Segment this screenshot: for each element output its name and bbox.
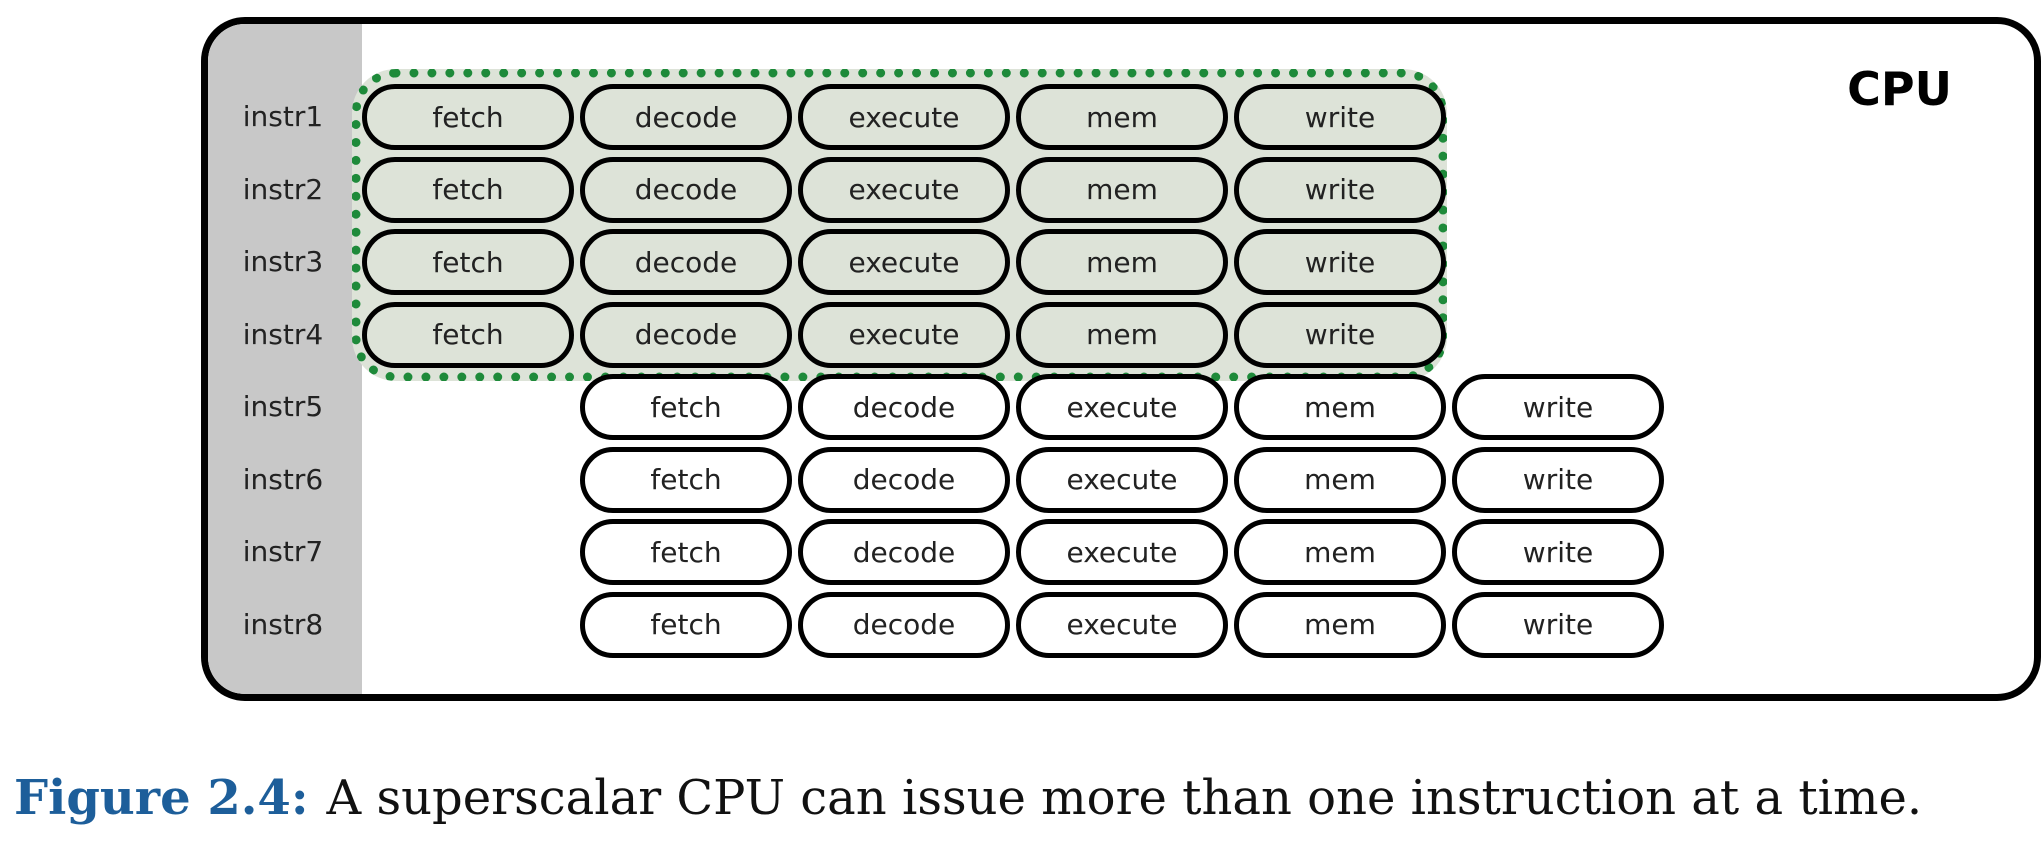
pipeline-stage-mem: mem: [1234, 591, 1446, 658]
pipeline-stage-fetch: fetch: [580, 591, 792, 658]
figure-caption-text: A superscalar CPU can issue more than on…: [326, 770, 1923, 826]
pipeline-stage-decode: decode: [580, 84, 792, 150]
pipeline-stage-decode: decode: [798, 374, 1010, 440]
pipeline-stage-execute: execute: [798, 301, 1010, 368]
instruction-label: instr2: [242, 172, 324, 206]
pipeline-stage-mem: mem: [1016, 156, 1228, 223]
pipeline-stage-execute: execute: [1016, 591, 1228, 658]
pipeline-stage-write: write: [1452, 519, 1664, 585]
figure-caption: Figure 2.4: A superscalar CPU can issue m…: [14, 770, 1922, 826]
pipeline-stage-decode: decode: [580, 229, 792, 295]
pipeline-stage-decode: decode: [798, 446, 1010, 513]
pipeline-stage-fetch: fetch: [362, 156, 574, 223]
pipeline-stage-write: write: [1234, 229, 1446, 295]
figure-caption-label: Figure 2.4:: [14, 770, 309, 826]
instruction-label-column: [208, 24, 362, 694]
pipeline-stage-fetch: fetch: [362, 301, 574, 368]
instruction-label: instr1: [242, 100, 324, 133]
instruction-label: instr8: [242, 607, 324, 641]
pipeline-stage-decode: decode: [798, 591, 1010, 658]
pipeline-stage-mem: mem: [1234, 446, 1446, 513]
pipeline-stage-execute: execute: [1016, 519, 1228, 585]
pipeline-stage-write: write: [1234, 301, 1446, 368]
pipeline-stage-fetch: fetch: [580, 519, 792, 585]
pipeline-stage-fetch: fetch: [362, 84, 574, 150]
pipeline-stage-write: write: [1234, 156, 1446, 223]
pipeline-stage-execute: execute: [1016, 446, 1228, 513]
pipeline-stage-write: write: [1452, 446, 1664, 513]
pipeline-stage-mem: mem: [1234, 519, 1446, 585]
pipeline-stage-decode: decode: [580, 301, 792, 368]
pipeline-stage-fetch: fetch: [580, 374, 792, 440]
pipeline-stage-execute: execute: [798, 229, 1010, 295]
pipeline-stage-write: write: [1234, 84, 1446, 150]
instruction-label: instr5: [242, 390, 324, 423]
pipeline-stage-execute: execute: [798, 84, 1010, 150]
instruction-label: instr7: [242, 535, 324, 568]
pipeline-stage-mem: mem: [1234, 374, 1446, 440]
pipeline-stage-decode: decode: [798, 519, 1010, 585]
pipeline-stage-fetch: fetch: [580, 446, 792, 513]
cpu-title: CPU: [1847, 62, 1952, 116]
instruction-label: instr3: [242, 245, 324, 278]
pipeline-stage-write: write: [1452, 374, 1664, 440]
pipeline-stage-mem: mem: [1016, 229, 1228, 295]
instruction-label: instr4: [242, 317, 324, 351]
pipeline-stage-decode: decode: [580, 156, 792, 223]
instruction-label: instr6: [242, 462, 324, 496]
pipeline-stage-mem: mem: [1016, 84, 1228, 150]
pipeline-stage-execute: execute: [798, 156, 1010, 223]
pipeline-stage-mem: mem: [1016, 301, 1228, 368]
pipeline-stage-execute: execute: [1016, 374, 1228, 440]
pipeline-stage-fetch: fetch: [362, 229, 574, 295]
pipeline-stage-write: write: [1452, 591, 1664, 658]
